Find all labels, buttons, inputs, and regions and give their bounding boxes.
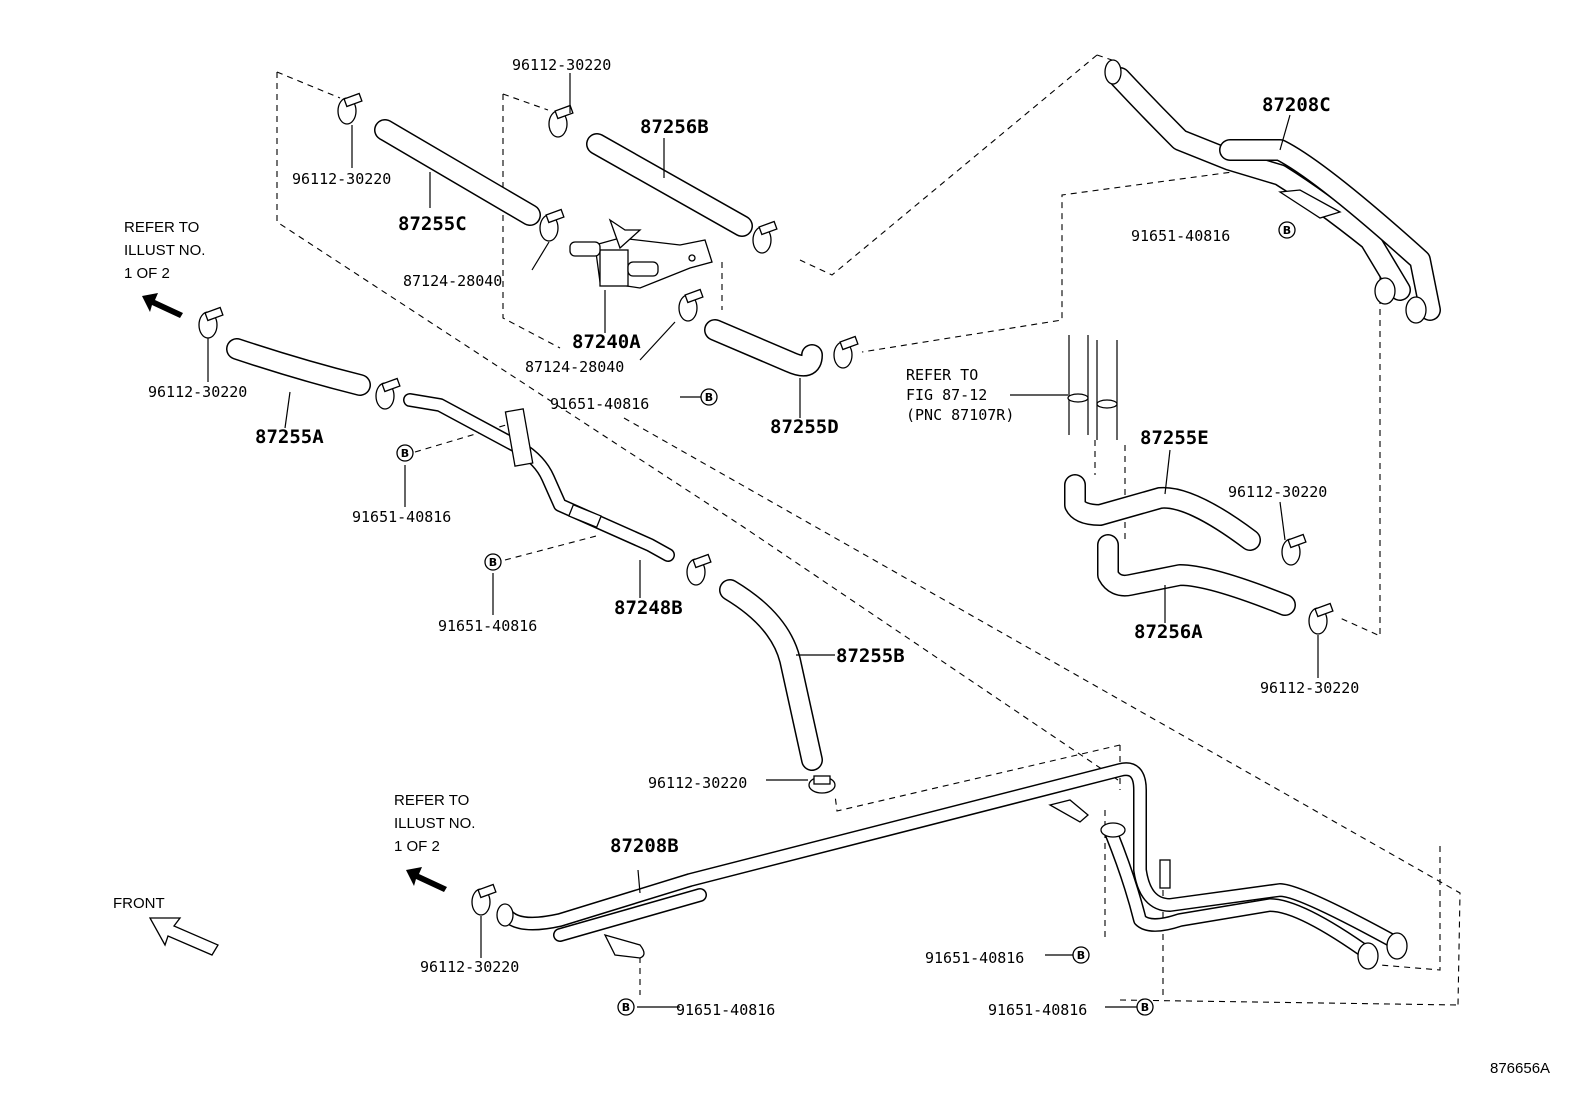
pn-clamp-valve-upper: 87124-28040 <box>403 272 502 290</box>
illustration-code: 876656A <box>1490 1060 1550 1077</box>
bolt-b-icon: B <box>1136 998 1154 1016</box>
refer-note-fig: REFER TO FIG 87-12 (PNC 87107R) <box>906 366 1014 424</box>
part-label-87255C: 87255C <box>398 213 467 235</box>
pn-clamp-right-upper: 96112-30220 <box>1228 483 1327 501</box>
clamp-icon <box>375 377 401 410</box>
refer-arrow-icon <box>142 293 183 318</box>
pn-bolt-valve: 91651-40816 <box>550 395 649 413</box>
pn-clamp-bottom: 96112-30220 <box>420 958 519 976</box>
front-label: FRONT <box>113 895 165 912</box>
pipe-87208B <box>496 762 1408 970</box>
clamp-icon <box>1281 533 1307 566</box>
pipe-87208C <box>1104 59 1441 324</box>
pn-bolt-bottom-right-1: 91651-40816 <box>925 949 1024 967</box>
clamp-icon <box>337 92 363 125</box>
clamp-icon <box>548 104 574 138</box>
bolt-b-icon: B <box>700 388 718 406</box>
svg-text:B: B <box>489 556 497 569</box>
part-label-87256A: 87256A <box>1134 621 1203 643</box>
part-label-87248B: 87248B <box>614 597 683 619</box>
svg-text:B: B <box>622 1001 630 1014</box>
hose-87255D <box>704 319 823 377</box>
svg-text:REFER TO: REFER TO <box>394 792 469 809</box>
bolt-b-icon: B <box>396 444 414 462</box>
pn-clamp-right-lower: 96112-30220 <box>1260 679 1359 697</box>
bolt-b-icon: B <box>484 553 502 571</box>
svg-text:ILLUST NO.: ILLUST NO. <box>124 242 205 259</box>
pn-clamp-center: 96112-30220 <box>648 774 747 792</box>
svg-text:B: B <box>705 391 713 404</box>
svg-text:(PNC 87107R): (PNC 87107R) <box>906 406 1014 424</box>
refer-note-bottom-left: REFER TO ILLUST NO. 1 OF 2 <box>394 792 475 855</box>
hose-87255A <box>226 338 371 396</box>
svg-text:B: B <box>1283 224 1291 237</box>
clamp-icon <box>678 288 704 322</box>
hose-87255E <box>1064 474 1261 551</box>
pn-bolt-top-right: 91651-40816 <box>1131 227 1230 245</box>
clamp-icon <box>752 220 778 254</box>
clamp-icon <box>198 306 224 339</box>
hose-87255B <box>719 579 823 771</box>
svg-text:1 OF 2: 1 OF 2 <box>124 265 170 282</box>
bolt-b-icon: B <box>1072 946 1090 964</box>
svg-text:ILLUST NO.: ILLUST NO. <box>394 815 475 832</box>
part-label-87255A: 87255A <box>255 426 324 448</box>
clamp-icon <box>833 335 859 369</box>
part-label-87255B: 87255B <box>836 645 905 667</box>
pn-bolt-pipe-upper: 91651-40816 <box>352 508 451 526</box>
pn-bolt-pipe-lower: 91651-40816 <box>438 617 537 635</box>
hose-87255C <box>374 119 541 226</box>
pn-clamp-top: 96112-30220 <box>512 56 611 74</box>
pn-clamp-left-mid: 96112-30220 <box>148 383 247 401</box>
bolt-markers: B B B B B B B <box>396 221 1296 1016</box>
labels: 87255C 87256B 87208C 87255A 87240A 87255… <box>113 56 1550 1077</box>
bolt-b-icon: B <box>1278 221 1296 239</box>
svg-text:B: B <box>401 447 409 460</box>
svg-text:FIG 87-12: FIG 87-12 <box>906 386 987 404</box>
pn-bolt-bottom-right-2: 91651-40816 <box>988 1001 1087 1019</box>
part-label-87208B: 87208B <box>610 835 679 857</box>
hose-87256A <box>1097 534 1296 616</box>
svg-text:B: B <box>1077 949 1085 962</box>
pn-clamp-valve-lower: 87124-28040 <box>525 358 624 376</box>
clamp-icon <box>1308 602 1334 635</box>
clamp-icon <box>471 883 497 916</box>
leader-lines <box>207 73 1319 1008</box>
hose-87256B <box>586 133 753 237</box>
bolt-b-icon: B <box>617 998 635 1016</box>
part-label-87255D: 87255D <box>770 416 839 438</box>
part-label-87240A: 87240A <box>572 331 641 353</box>
pipe-87248B <box>403 393 675 562</box>
part-label-87255E: 87255E <box>1140 427 1209 449</box>
clamp-icon <box>808 775 836 794</box>
part-label-87208C: 87208C <box>1262 94 1331 116</box>
refer-arrow-icon <box>406 867 447 892</box>
clamp-icon <box>539 208 565 242</box>
fig-87-12-tubes <box>1067 335 1118 440</box>
front-arrow-icon <box>148 917 219 956</box>
assembly-outlines <box>276 54 1461 1006</box>
clamp-icon <box>686 553 712 586</box>
svg-text:REFER TO: REFER TO <box>124 219 199 236</box>
arrow-icons <box>142 293 447 956</box>
pn-clamp-left-top: 96112-30220 <box>292 170 391 188</box>
part-label-87256B: 87256B <box>640 116 709 138</box>
refer-note-top-left: REFER TO ILLUST NO. 1 OF 2 <box>124 219 205 282</box>
svg-text:B: B <box>1141 1001 1149 1014</box>
pn-bolt-bottom-left: 91651-40816 <box>676 1001 775 1019</box>
svg-text:1 OF 2: 1 OF 2 <box>394 838 440 855</box>
heater-valve-87240A <box>569 218 713 289</box>
svg-text:REFER TO: REFER TO <box>906 366 978 384</box>
hose-clamps <box>198 92 1334 916</box>
